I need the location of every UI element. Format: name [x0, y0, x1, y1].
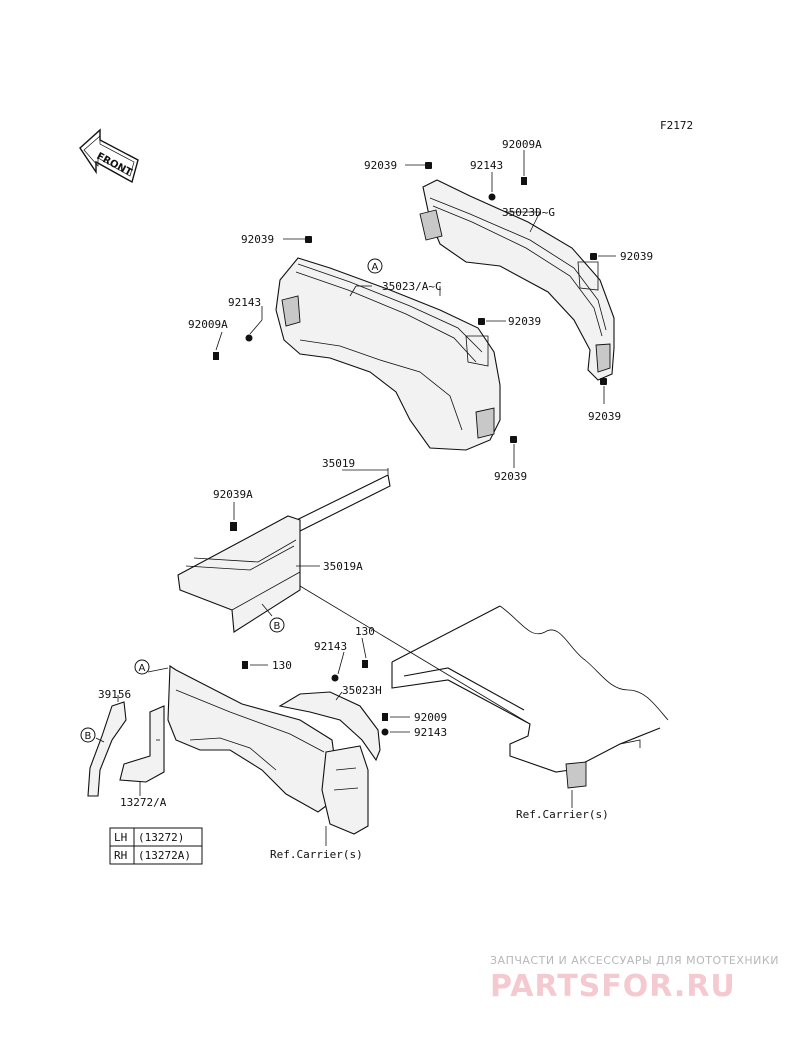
front-arrow-icon: FRONT	[79, 128, 139, 184]
part-label: 92143	[228, 296, 261, 309]
bolt-icon	[510, 436, 517, 443]
part-label: 130	[355, 625, 375, 638]
part-label: 92143	[470, 159, 503, 172]
part-label: 92143	[414, 726, 447, 739]
screw-icon	[230, 522, 237, 531]
side-legend-table: LH (13272) RH (13272A)	[109, 827, 203, 865]
part-label: 92039	[241, 233, 274, 246]
mudguard-panel	[177, 474, 391, 633]
part-label: 35019A	[323, 560, 363, 573]
part-label: 35023D~G	[502, 206, 555, 219]
bolt-icon	[590, 253, 597, 260]
watermark: ЗАПЧАСТИ И АКСЕССУАРЫ ДЛЯ МОТОТЕХНИКИ PA…	[490, 954, 779, 1004]
watermark-tagline: ЗАПЧАСТИ И АКСЕССУАРЫ ДЛЯ МОТОТЕХНИКИ	[490, 954, 779, 967]
callout-a-top: A	[367, 258, 383, 274]
part-label: 92039	[508, 315, 541, 328]
callout-a-left: A	[134, 659, 150, 675]
screw-icon	[242, 661, 248, 669]
legend-part-rh: (13272A)	[138, 849, 191, 862]
screw-icon	[382, 713, 388, 721]
washer-icon	[488, 193, 496, 201]
inner-side-panel	[167, 664, 337, 813]
fasteners	[213, 162, 607, 736]
svg-text:A: A	[372, 262, 379, 273]
part-labels: 92039 92143 92009A 35023D~G 92039 92039 …	[98, 138, 653, 861]
part-label: 35019	[322, 457, 355, 470]
svg-text:B: B	[85, 731, 92, 742]
part-label: 92039A	[213, 488, 253, 501]
washer-icon	[381, 728, 389, 736]
part-label: 92009A	[502, 138, 542, 151]
legend-part-lh: (13272)	[138, 831, 184, 844]
screw-icon	[213, 352, 219, 360]
floor-frame-right	[391, 605, 669, 789]
bolt-icon	[305, 236, 312, 243]
legend-side-lh: LH	[114, 831, 127, 844]
svg-text:B: B	[274, 621, 281, 632]
screw-icon	[521, 177, 527, 185]
part-label: 92039	[588, 410, 621, 423]
figure-code: F2172	[660, 119, 693, 132]
svg-text:A: A	[139, 663, 146, 674]
side-bracket	[87, 701, 165, 797]
bolt-icon	[478, 318, 485, 325]
part-label: 92009A	[188, 318, 228, 331]
washer-icon	[245, 334, 253, 342]
part-label: 92039	[620, 250, 653, 263]
reference-label: Ref.Carrier(s)	[270, 848, 363, 861]
bolt-icon	[600, 378, 607, 385]
callout-b-left: B	[80, 727, 96, 743]
part-label: 92143	[314, 640, 347, 653]
callout-b-mid: B	[269, 617, 285, 633]
rear-fender-right	[419, 179, 615, 381]
bolt-icon	[425, 162, 432, 169]
part-label: 39156	[98, 688, 131, 701]
part-label: 92039	[364, 159, 397, 172]
part-label: 13272/A	[120, 796, 167, 809]
part-label: 35023/A~C	[382, 280, 442, 293]
leader-lines	[95, 150, 616, 846]
inner-fender	[278, 691, 381, 835]
part-label: 130	[272, 659, 292, 672]
rear-fender-left	[275, 257, 501, 451]
screw-icon	[362, 660, 368, 668]
part-label: 35023H	[342, 684, 382, 697]
legend-side-rh: RH	[114, 849, 127, 862]
watermark-brand: PARTSFOR.RU	[490, 969, 736, 1004]
reference-label: Ref.Carrier(s)	[516, 808, 609, 821]
washer-icon	[331, 674, 339, 682]
part-label: 92009	[414, 711, 447, 724]
part-label: 92039	[494, 470, 527, 483]
